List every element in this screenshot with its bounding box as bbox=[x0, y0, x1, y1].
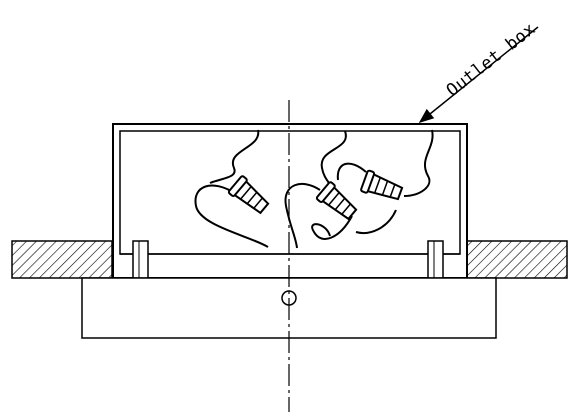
wire-nut-left bbox=[227, 175, 270, 215]
mounting-tab-right bbox=[427, 240, 444, 279]
ceiling-left bbox=[11, 240, 113, 279]
callout-label: Outlet box bbox=[443, 19, 540, 101]
callout-leader bbox=[418, 26, 539, 123]
wire-nut-middle bbox=[315, 181, 358, 221]
ceiling-right bbox=[466, 240, 568, 279]
mounting-tab-left bbox=[132, 240, 149, 279]
outlet-box bbox=[112, 123, 468, 279]
wires bbox=[194, 129, 434, 249]
wire-nut-right bbox=[360, 169, 404, 201]
